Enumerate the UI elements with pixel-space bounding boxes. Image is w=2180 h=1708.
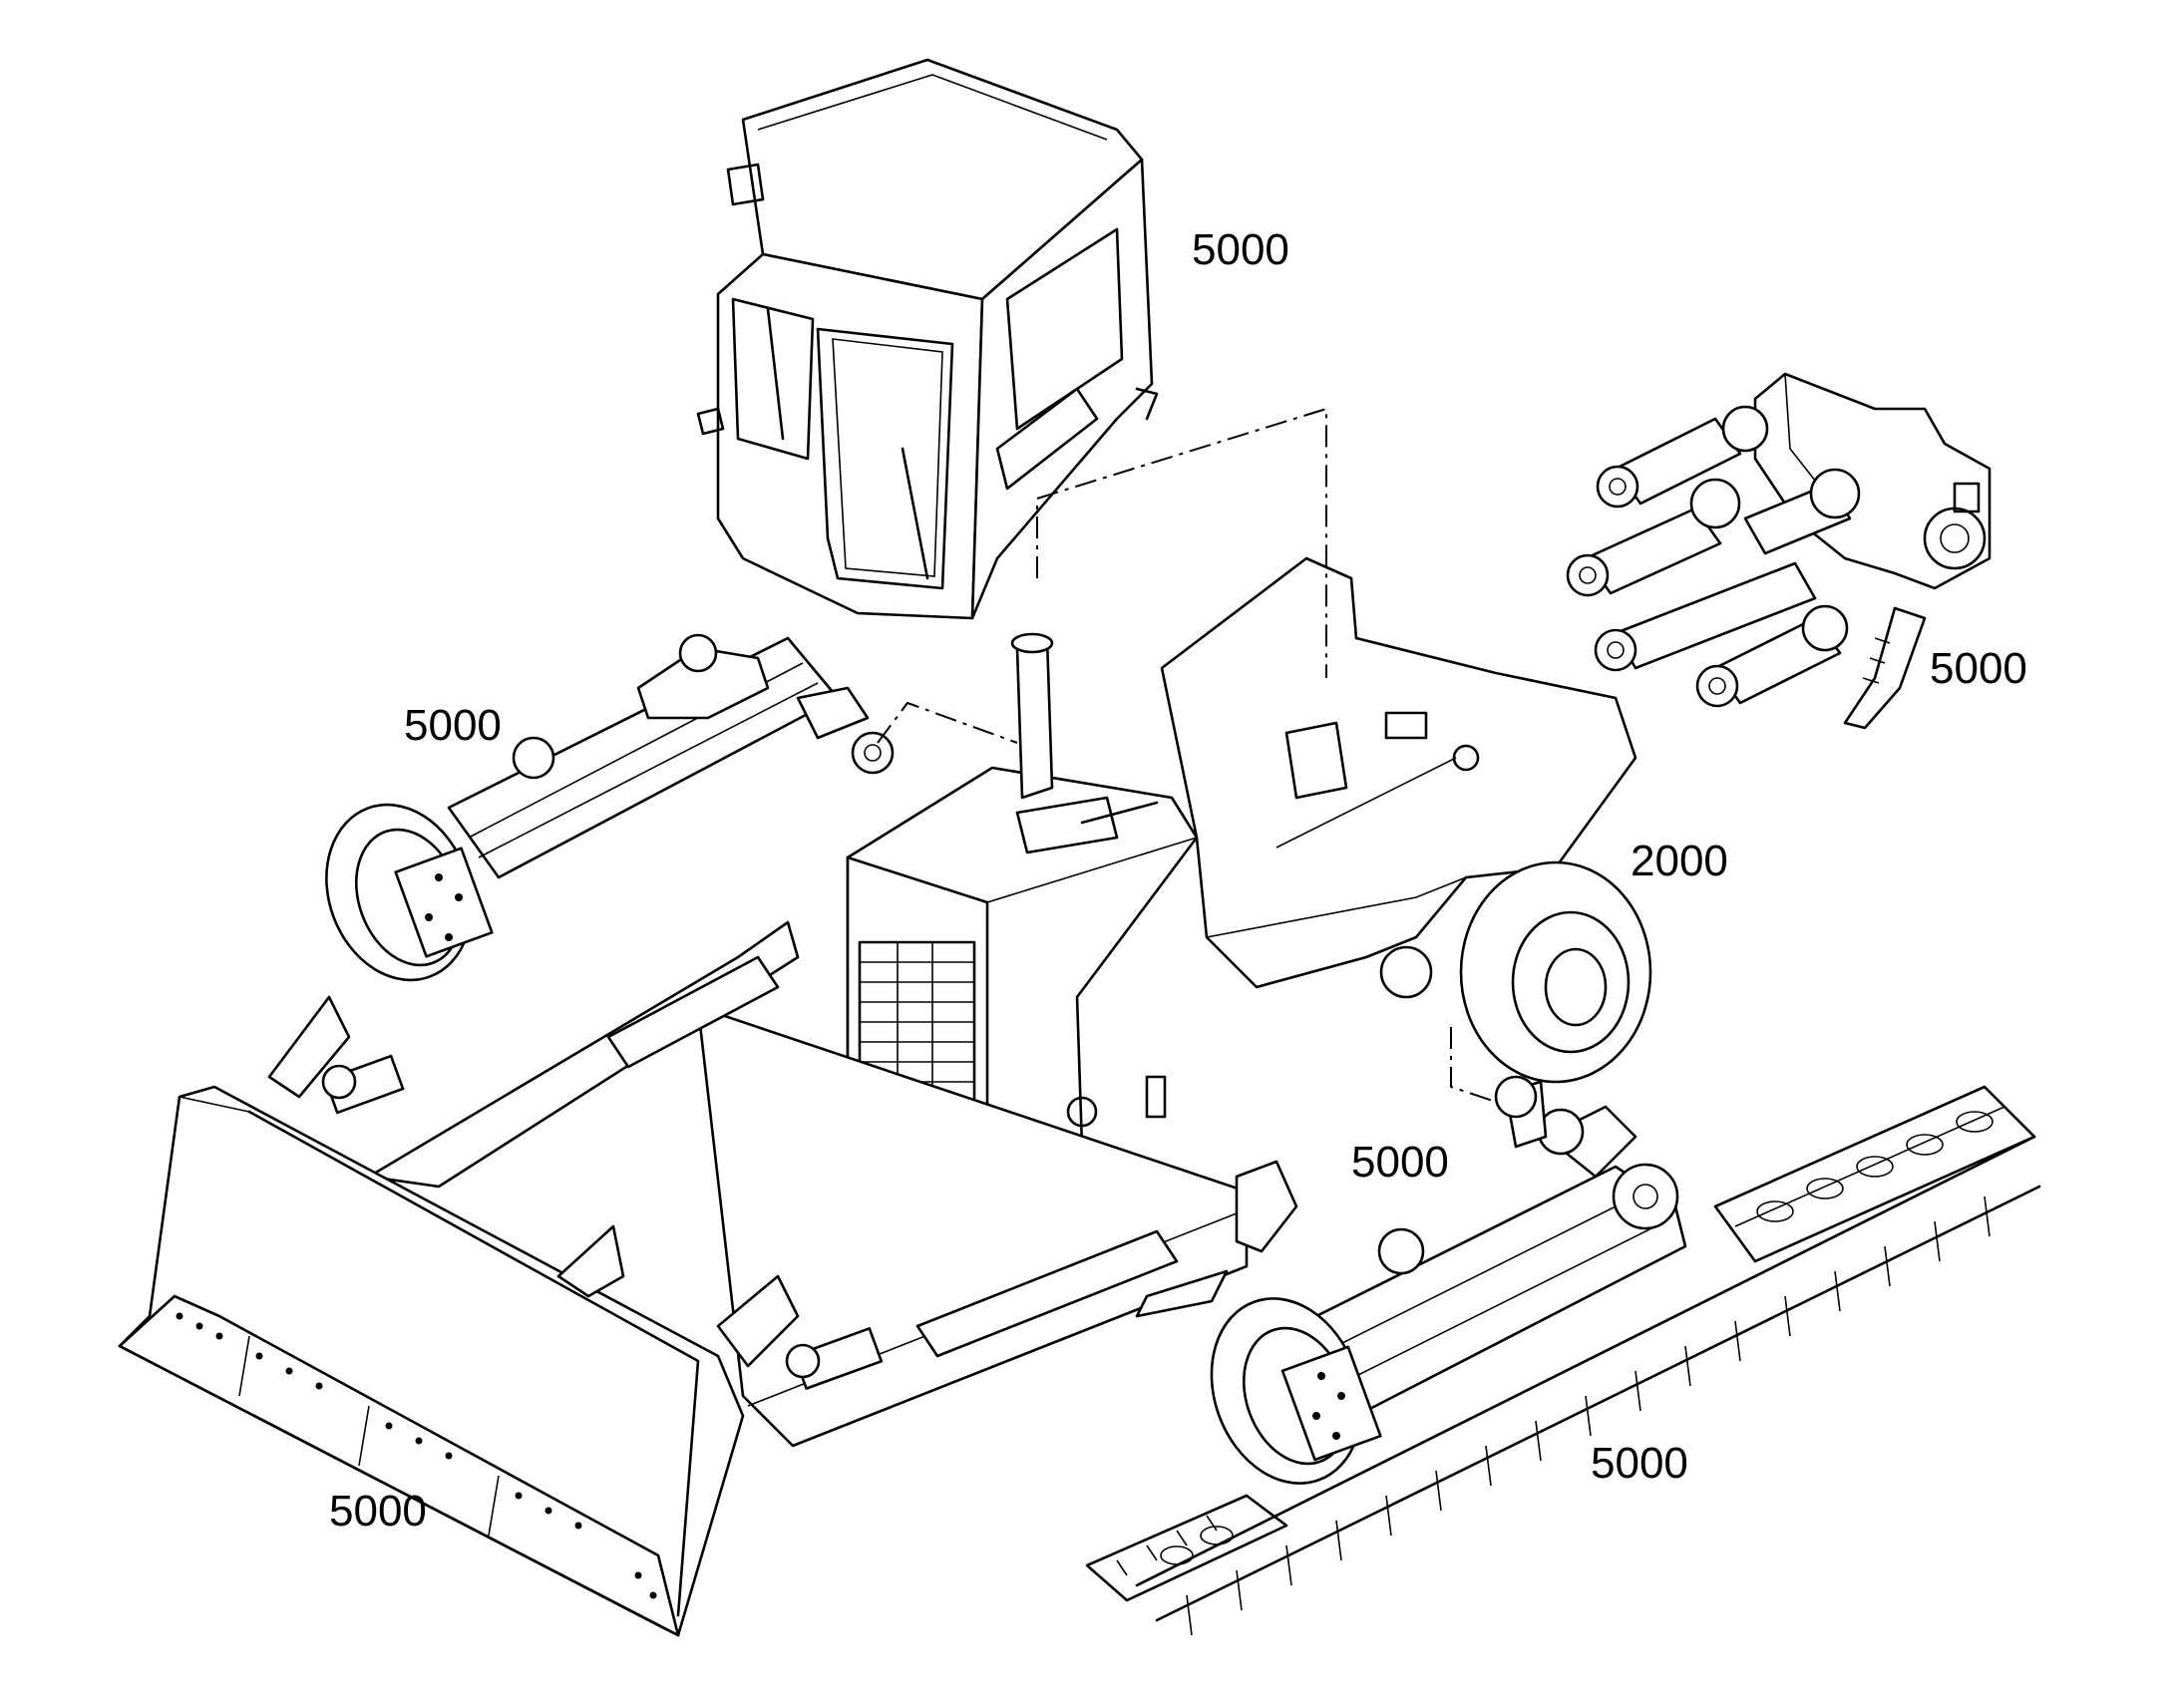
ripper-assembly[interactable]: [1566, 372, 1992, 730]
right-track-frame-callout: 5000: [1351, 1138, 1449, 1187]
mainframe-callout: 2000: [1631, 837, 1728, 885]
blade-assembly[interactable]: [118, 920, 1298, 1637]
alignment-lines: [877, 407, 1497, 1103]
blade-callout: 5000: [329, 1487, 427, 1536]
track-chain-callout: 5000: [1591, 1439, 1688, 1488]
left-track-frame[interactable]: [302, 633, 895, 1001]
track-chain[interactable]: [1085, 1085, 2041, 1636]
left-track-frame-callout: 5000: [404, 701, 502, 750]
cab-callout: 5000: [1192, 225, 1289, 274]
final-drive-sprocket: [1459, 860, 1652, 1084]
right-track-frame[interactable]: [1187, 1075, 1687, 1505]
ripper-callout: 5000: [1930, 644, 2027, 693]
cab-assembly[interactable]: [696, 58, 1159, 620]
